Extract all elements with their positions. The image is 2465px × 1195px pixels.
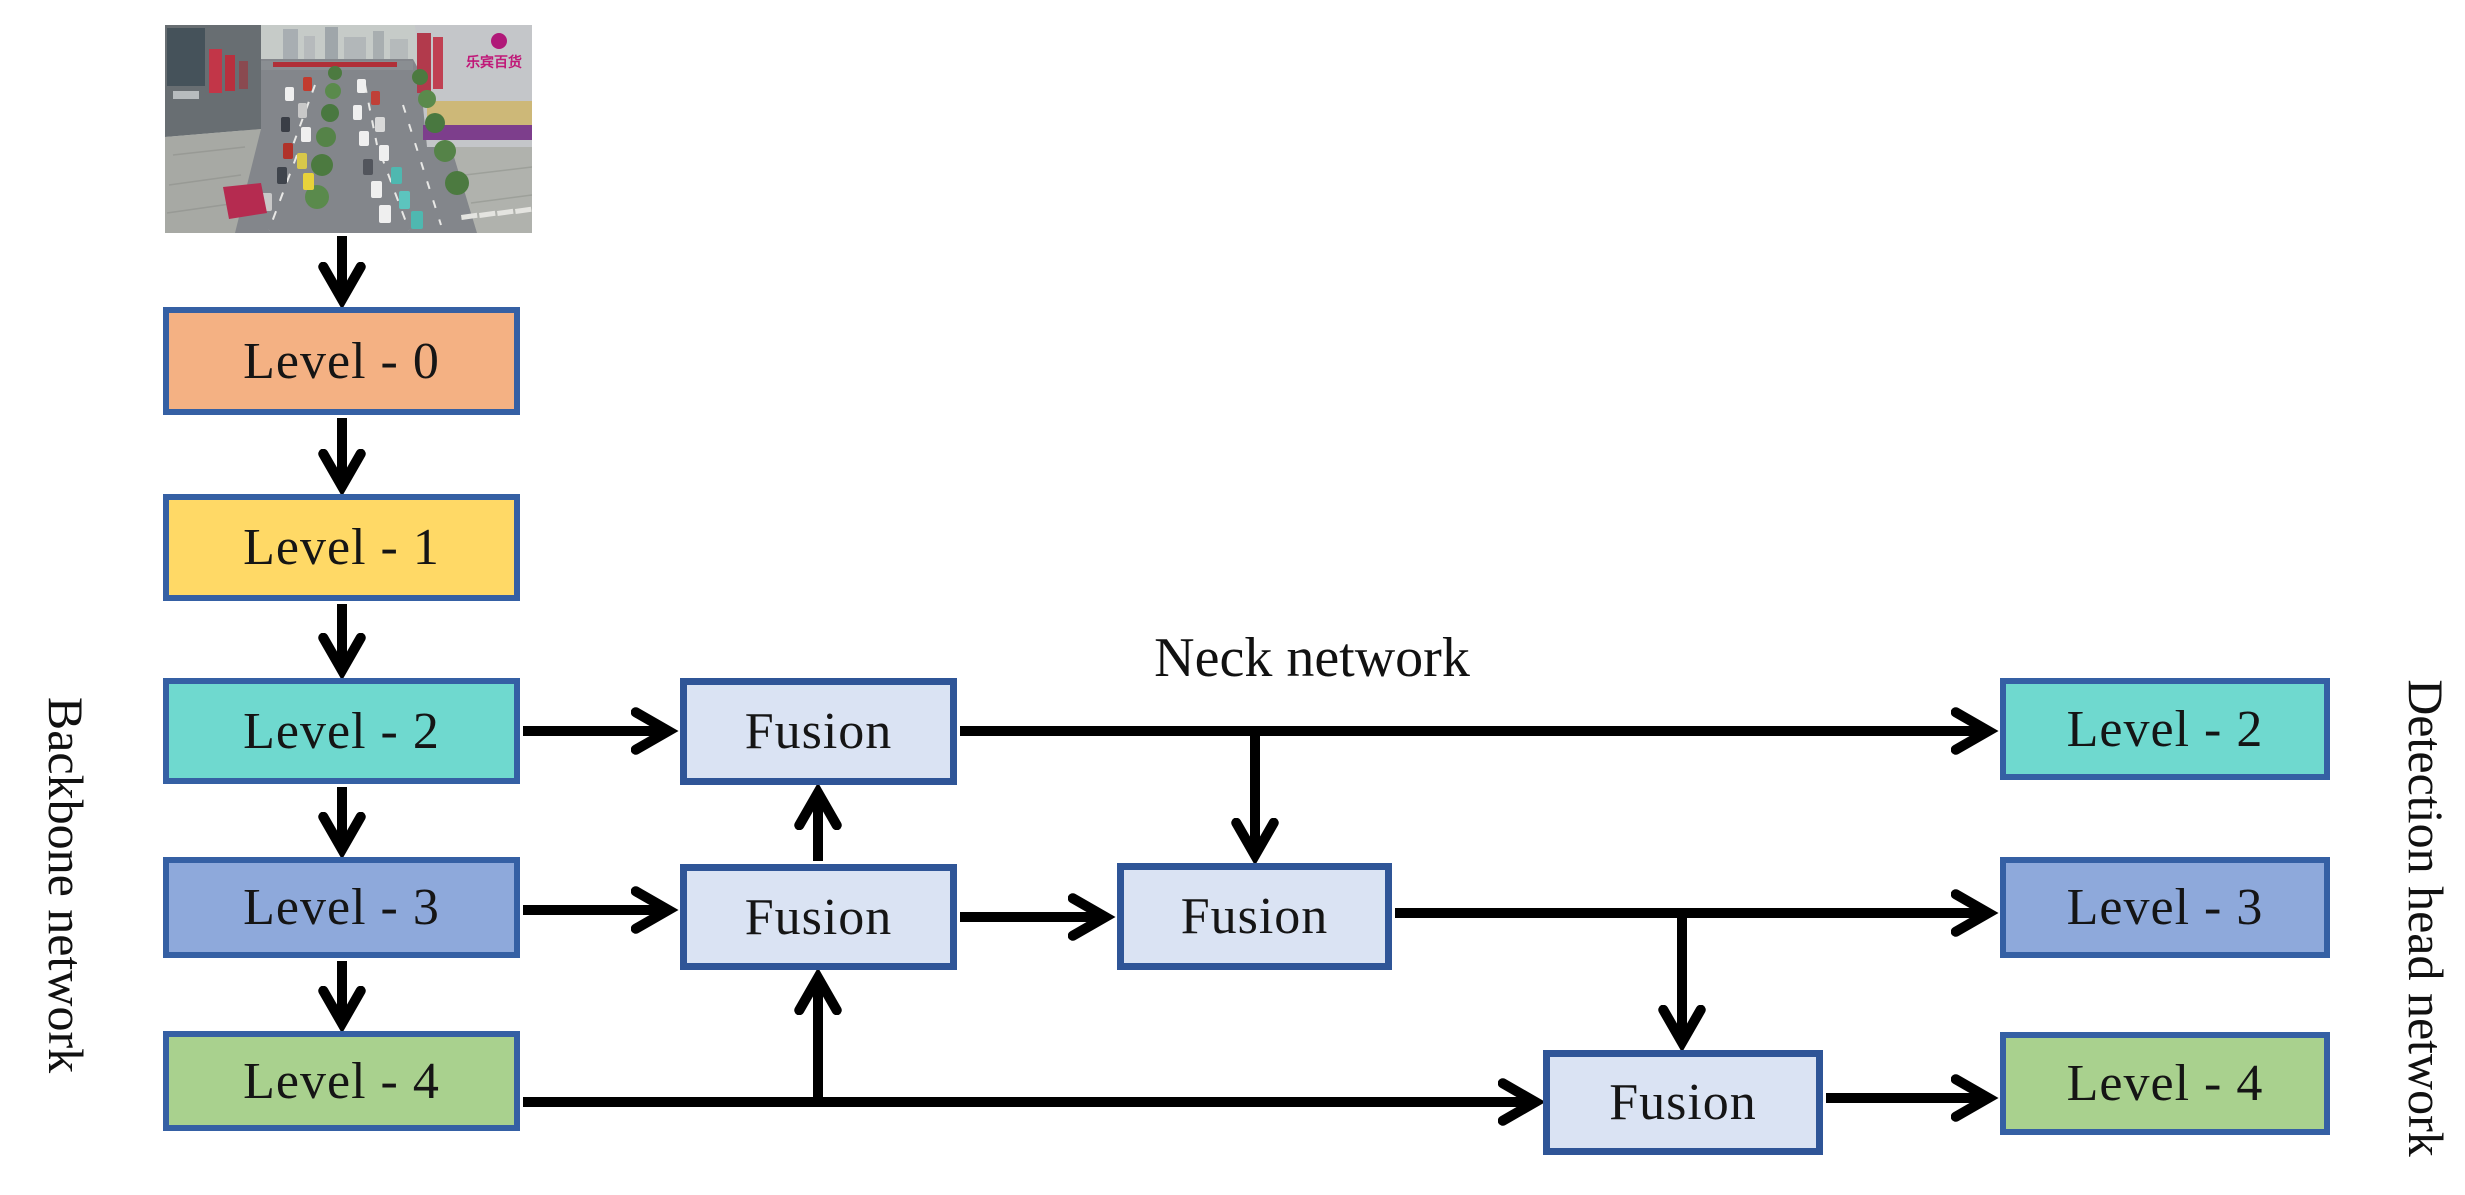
photo-skyline <box>283 27 408 61</box>
connectors <box>342 236 1986 1102</box>
box-label: Level - 2 <box>243 702 440 760</box>
backbone-level-4-box: Level - 4 <box>163 1031 520 1131</box>
photo-trees <box>305 66 469 209</box>
traffic-photo: 乐宾百货 <box>165 25 532 233</box>
box-label: Fusion <box>744 888 893 946</box>
detection-head-network-label: Detection head network <box>2398 679 2454 1157</box>
box-label: Level - 4 <box>243 1052 440 1110</box>
backbone-level-2-box: Level - 2 <box>163 678 520 784</box>
photo-banner <box>273 62 397 67</box>
backbone-network-label: Backbone network <box>38 696 94 1074</box>
neck-network-label: Neck network <box>1154 627 1470 689</box>
head-level-2-box: Level - 2 <box>2000 678 2330 780</box>
fusion-box-1: Fusion <box>680 678 957 785</box>
backbone-level-0-box: Level - 0 <box>163 307 520 415</box>
photo-left-buildings <box>165 25 261 233</box>
fusion-box-3: Fusion <box>1117 863 1392 970</box>
box-label: Fusion <box>744 703 893 760</box>
fusion-box-2: Fusion <box>680 864 957 970</box>
box-label: Fusion <box>1609 1074 1757 1131</box>
backbone-level-3-box: Level - 3 <box>163 857 520 958</box>
head-level-3-box: Level - 3 <box>2000 857 2330 958</box>
photo-crosswalk <box>460 206 532 220</box>
box-label: Level - 1 <box>243 519 440 576</box>
photo-right-building: 乐宾百货 <box>415 25 532 233</box>
photo-lane-markings <box>268 84 442 231</box>
photo-vehicles <box>223 77 423 229</box>
photo-bus <box>223 183 267 219</box>
box-label: Level - 3 <box>243 879 440 936</box>
box-label: Level - 0 <box>243 332 440 390</box>
backbone-level-1-box: Level - 1 <box>163 494 520 601</box>
photo-building-sign: 乐宾百货 <box>466 54 522 71</box>
box-label: Level - 2 <box>2066 700 2264 758</box>
box-label: Level - 4 <box>2066 1055 2264 1112</box>
fusion-box-4: Fusion <box>1543 1050 1823 1155</box>
box-label: Fusion <box>1180 888 1329 945</box>
box-label: Level - 3 <box>2066 879 2264 936</box>
head-level-4-box: Level - 4 <box>2000 1032 2330 1135</box>
